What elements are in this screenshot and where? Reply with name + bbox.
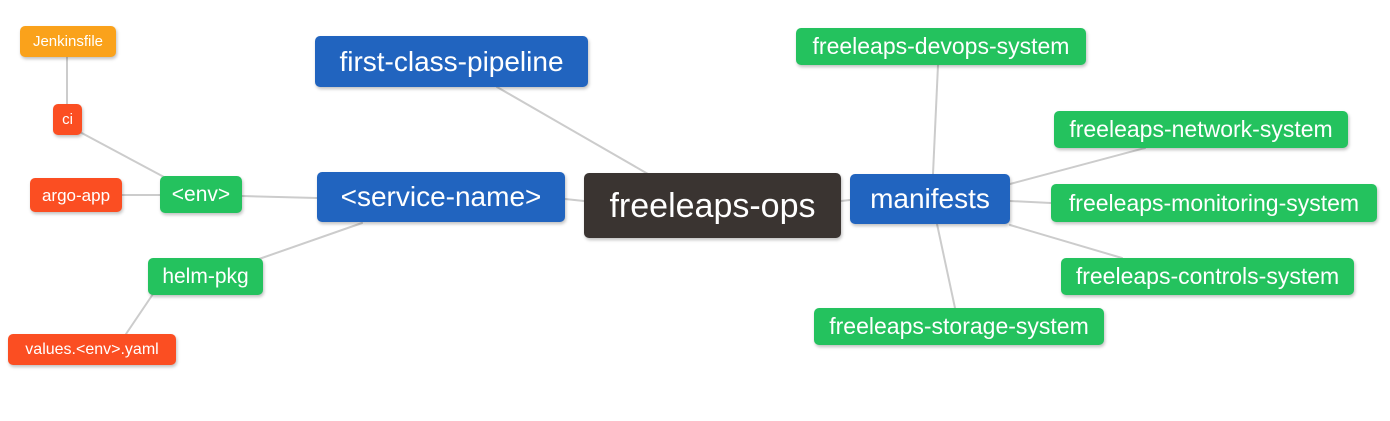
node-service-name[interactable]: <service-name> — [317, 172, 565, 222]
node-manifests[interactable]: manifests — [850, 174, 1010, 224]
node-freeleaps-storage-system[interactable]: freeleaps-storage-system — [814, 308, 1104, 345]
node-env[interactable]: <env> — [160, 176, 242, 213]
node-freeleaps-ops-root[interactable]: freeleaps-ops — [584, 173, 841, 238]
edge-manifests-storage-system — [936, 223, 956, 309]
edge-manifests-monitoring-system — [1009, 200, 1052, 204]
edge-env-service-name — [241, 195, 318, 199]
edge-ci-env — [77, 130, 165, 178]
edge-values-helm-pkg — [125, 293, 154, 335]
edge-manifests-network-system — [1009, 147, 1146, 185]
edge-first-class-pipeline-root — [496, 86, 649, 175]
node-jenkinsfile[interactable]: Jenkinsfile — [20, 26, 116, 57]
edge-manifests-devops-system — [932, 64, 939, 175]
node-freeleaps-controls-system[interactable]: freeleaps-controls-system — [1061, 258, 1354, 295]
edge-root-manifests — [840, 199, 851, 202]
node-freeleaps-devops-system[interactable]: freeleaps-devops-system — [796, 28, 1086, 65]
node-freeleaps-monitoring-system[interactable]: freeleaps-monitoring-system — [1051, 184, 1377, 222]
node-first-class-pipeline[interactable]: first-class-pipeline — [315, 36, 588, 87]
edge-manifests-controls-system — [1009, 224, 1123, 259]
node-freeleaps-network-system[interactable]: freeleaps-network-system — [1054, 111, 1348, 148]
node-ci[interactable]: ci — [53, 104, 82, 135]
node-values-env-yaml[interactable]: values.<env>.yaml — [8, 334, 176, 365]
node-argo-app[interactable]: argo-app — [30, 178, 122, 212]
edge-service-name-root — [564, 198, 585, 202]
edge-helm-pkg-service-name — [258, 222, 363, 260]
node-helm-pkg[interactable]: helm-pkg — [148, 258, 263, 295]
